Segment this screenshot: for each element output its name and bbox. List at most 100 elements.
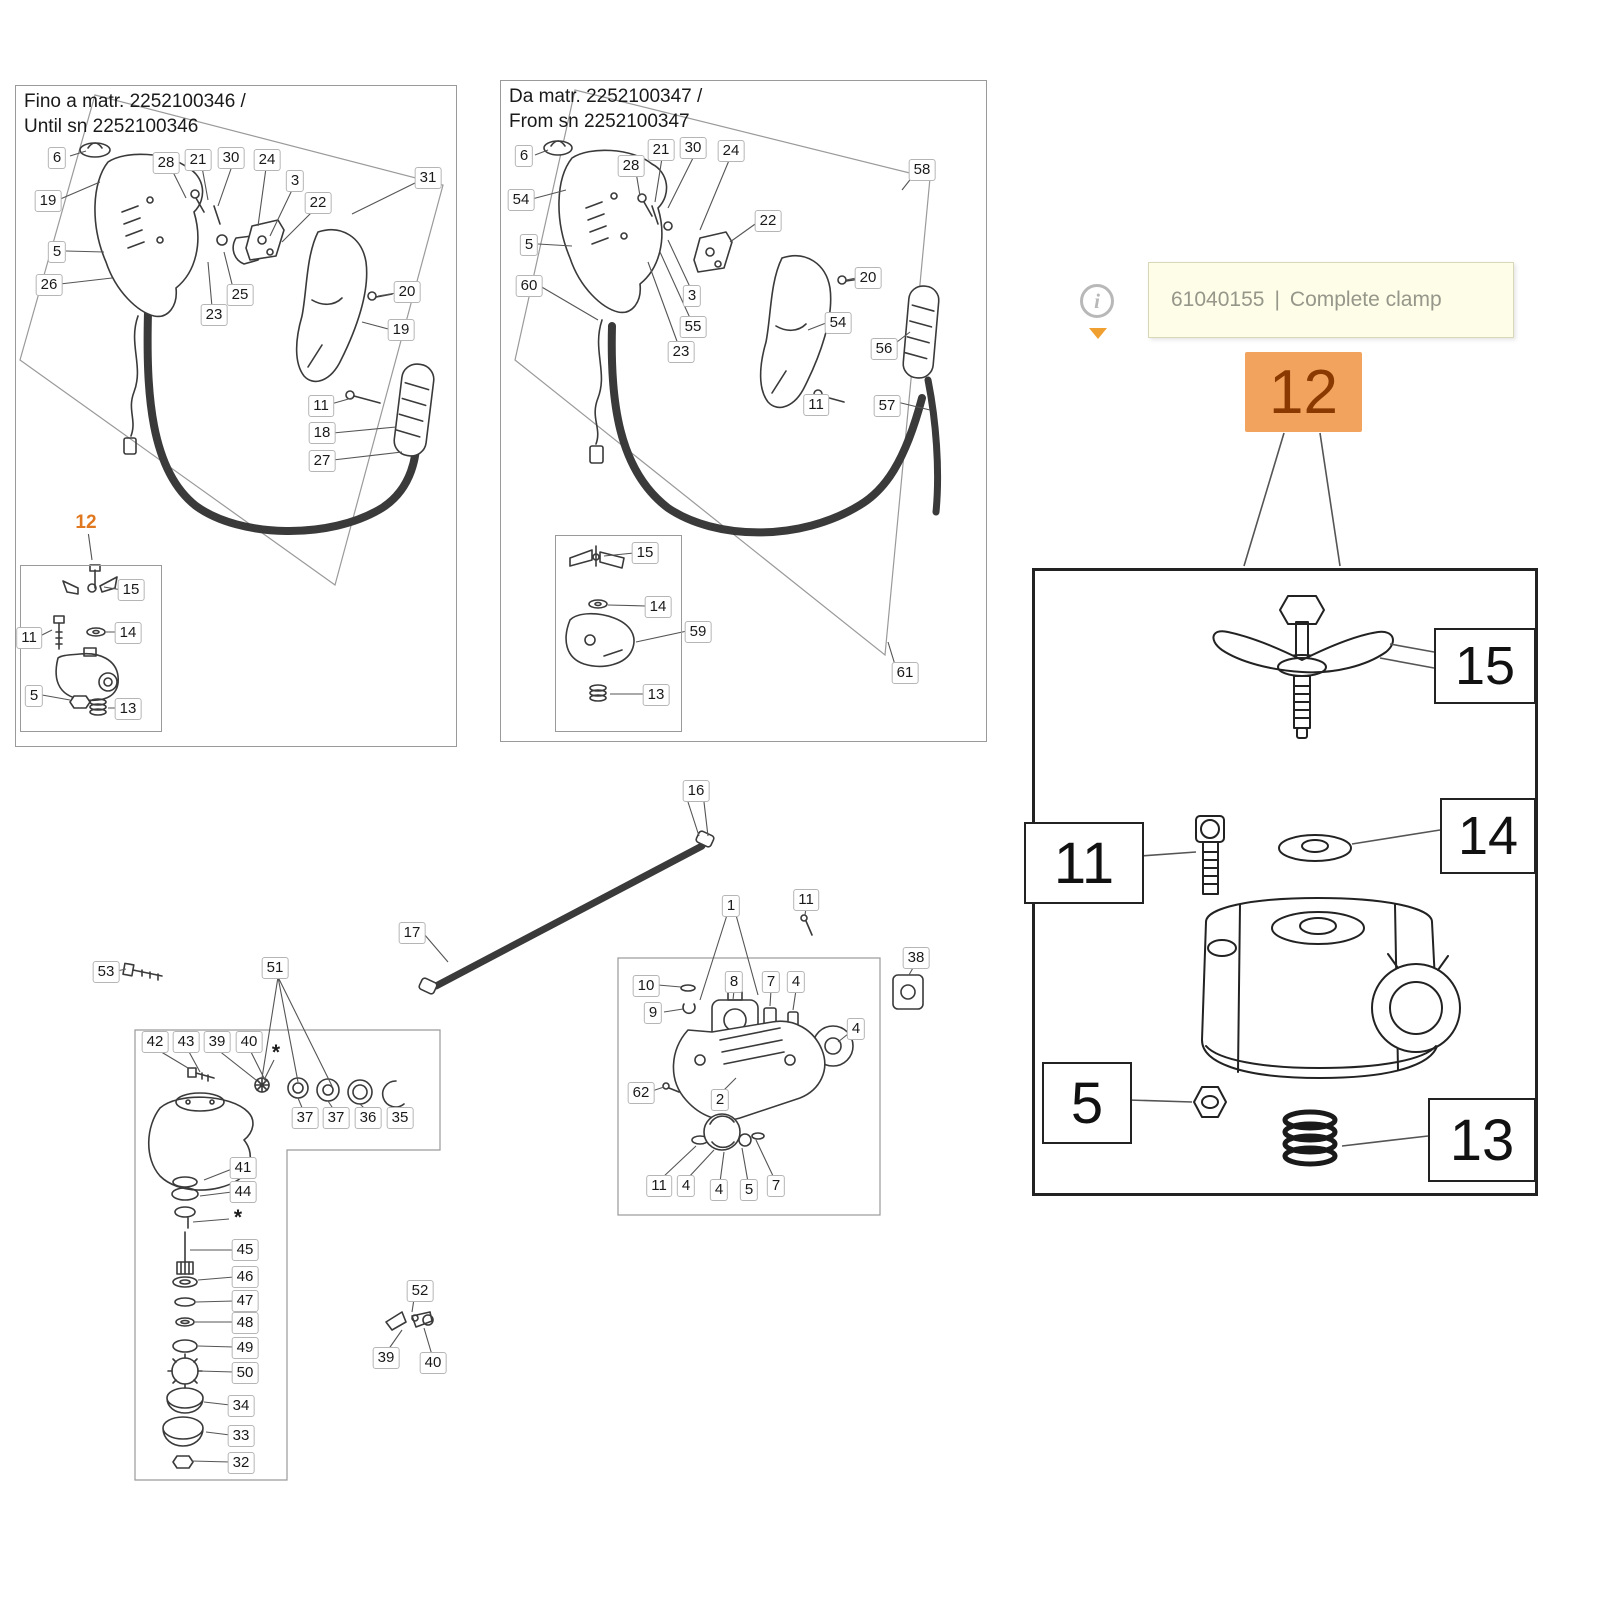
part-callout-58[interactable]: 58 [908,159,936,181]
part-callout-43[interactable]: 43 [172,1031,200,1053]
part-callout-21[interactable]: 21 [184,149,212,171]
detail-part-label-13[interactable]: 13 [1428,1098,1536,1182]
part-callout-5[interactable]: 5 [519,234,539,256]
selected-part-badge[interactable]: 12 [1245,352,1362,432]
part-callout-42[interactable]: 42 [141,1031,169,1053]
part-callout-53[interactable]: 53 [92,961,120,983]
info-icon[interactable]: i [1080,284,1114,318]
part-callout-34[interactable]: 34 [227,1395,255,1417]
part-callout-17[interactable]: 17 [398,922,426,944]
part-callout-62[interactable]: 62 [627,1082,655,1104]
part-callout-38[interactable]: 38 [902,947,930,969]
part-callout-13[interactable]: 13 [114,698,142,720]
part-callout-37[interactable]: 37 [291,1107,319,1129]
part-callout-54[interactable]: 54 [824,312,852,334]
part-callout-14[interactable]: 14 [114,622,142,644]
part-callout-40[interactable]: 40 [235,1031,263,1053]
part-callout-59[interactable]: 59 [684,621,712,643]
part-callout-23[interactable]: 23 [667,341,695,363]
part-callout-8[interactable]: 8 [724,971,744,993]
part-callout-31[interactable]: 31 [414,167,442,189]
part-callout-33[interactable]: 33 [227,1425,255,1447]
part-callout-4[interactable]: 4 [709,1179,729,1201]
part-callout-5[interactable]: 5 [24,685,44,707]
detail-part-label-11[interactable]: 11 [1024,822,1144,904]
part-callout-20[interactable]: 20 [393,281,421,303]
part-callout-28[interactable]: 28 [617,155,645,177]
part-callout-57[interactable]: 57 [873,395,901,417]
part-callout-60[interactable]: 60 [515,275,543,297]
part-callout-6[interactable]: 6 [47,147,67,169]
part-callout-20[interactable]: 20 [854,267,882,289]
part-callout-star[interactable]: * [271,1041,281,1064]
part-callout-9[interactable]: 9 [643,1002,663,1024]
part-callout-13[interactable]: 13 [642,684,670,706]
part-callout-49[interactable]: 49 [231,1337,259,1359]
part-callout-5[interactable]: 5 [739,1179,759,1201]
part-callout-18[interactable]: 18 [308,422,336,444]
part-callout-52[interactable]: 52 [406,1280,434,1302]
part-callout-19[interactable]: 19 [387,319,415,341]
part-callout-24[interactable]: 24 [717,140,745,162]
tooltip-separator: | [1274,288,1280,311]
detail-part-label-15[interactable]: 15 [1434,628,1536,704]
part-callout-30[interactable]: 30 [217,147,245,169]
part-callout-1[interactable]: 1 [721,895,741,917]
part-callout-28[interactable]: 28 [152,152,180,174]
part-callout-30[interactable]: 30 [679,137,707,159]
detail-part-label-14[interactable]: 14 [1440,798,1536,874]
part-callout-2[interactable]: 2 [710,1089,730,1111]
detail-part-label-5[interactable]: 5 [1042,1062,1132,1144]
part-callout-16[interactable]: 16 [682,780,710,802]
part-callout-61[interactable]: 61 [891,662,919,684]
part-callout-15[interactable]: 15 [117,579,145,601]
part-callout-11[interactable]: 11 [16,627,42,649]
part-callout-11[interactable]: 11 [646,1175,672,1197]
part-callout-23[interactable]: 23 [200,304,228,326]
part-callout-11[interactable]: 11 [803,394,829,416]
part-callout-26[interactable]: 26 [35,274,63,296]
part-callout-50[interactable]: 50 [231,1362,259,1384]
part-callout-25[interactable]: 25 [226,284,254,306]
part-callout-3[interactable]: 3 [682,285,702,307]
part-callout-7[interactable]: 7 [761,971,781,993]
part-callout-11[interactable]: 11 [308,395,334,417]
part-callout-39[interactable]: 39 [203,1031,231,1053]
part-callout-40[interactable]: 40 [419,1352,447,1374]
part-callout-star[interactable]: * [233,1206,243,1229]
part-callout-54[interactable]: 54 [507,189,535,211]
part-callout-32[interactable]: 32 [227,1452,255,1474]
part-callout-22[interactable]: 22 [754,210,782,232]
part-callout-46[interactable]: 46 [231,1266,259,1288]
part-callout-15[interactable]: 15 [631,542,659,564]
part-callout-4[interactable]: 4 [786,971,806,993]
part-callout-47[interactable]: 47 [231,1290,259,1312]
part-callout-10[interactable]: 10 [632,975,660,997]
part-callout-55[interactable]: 55 [679,316,707,338]
part-callout-56[interactable]: 56 [870,338,898,360]
part-callout-48[interactable]: 48 [231,1312,259,1334]
part-callout-27[interactable]: 27 [308,450,336,472]
part-callout-21[interactable]: 21 [647,139,675,161]
part-callout-11[interactable]: 11 [793,889,819,911]
part-callout-7[interactable]: 7 [766,1175,786,1197]
part-callout-4[interactable]: 4 [846,1018,866,1040]
part-callout-24[interactable]: 24 [253,149,281,171]
part-callout-37[interactable]: 37 [322,1107,350,1129]
part-callout-36[interactable]: 36 [354,1107,382,1129]
part-callout-51[interactable]: 51 [261,957,289,979]
part-callout-22[interactable]: 22 [304,192,332,214]
part-callout-3[interactable]: 3 [285,170,305,192]
part-callout-6[interactable]: 6 [514,145,534,167]
part-callout-12[interactable]: 12 [70,512,102,534]
part-callout-19[interactable]: 19 [34,190,62,212]
part-callout-4[interactable]: 4 [676,1175,696,1197]
tooltip-part-number: 61040155 [1171,288,1265,311]
part-callout-44[interactable]: 44 [229,1181,257,1203]
part-callout-39[interactable]: 39 [372,1347,400,1369]
part-callout-5[interactable]: 5 [47,241,67,263]
part-callout-41[interactable]: 41 [229,1157,257,1179]
part-callout-35[interactable]: 35 [386,1107,414,1129]
part-callout-45[interactable]: 45 [231,1239,259,1261]
part-callout-14[interactable]: 14 [644,596,672,618]
